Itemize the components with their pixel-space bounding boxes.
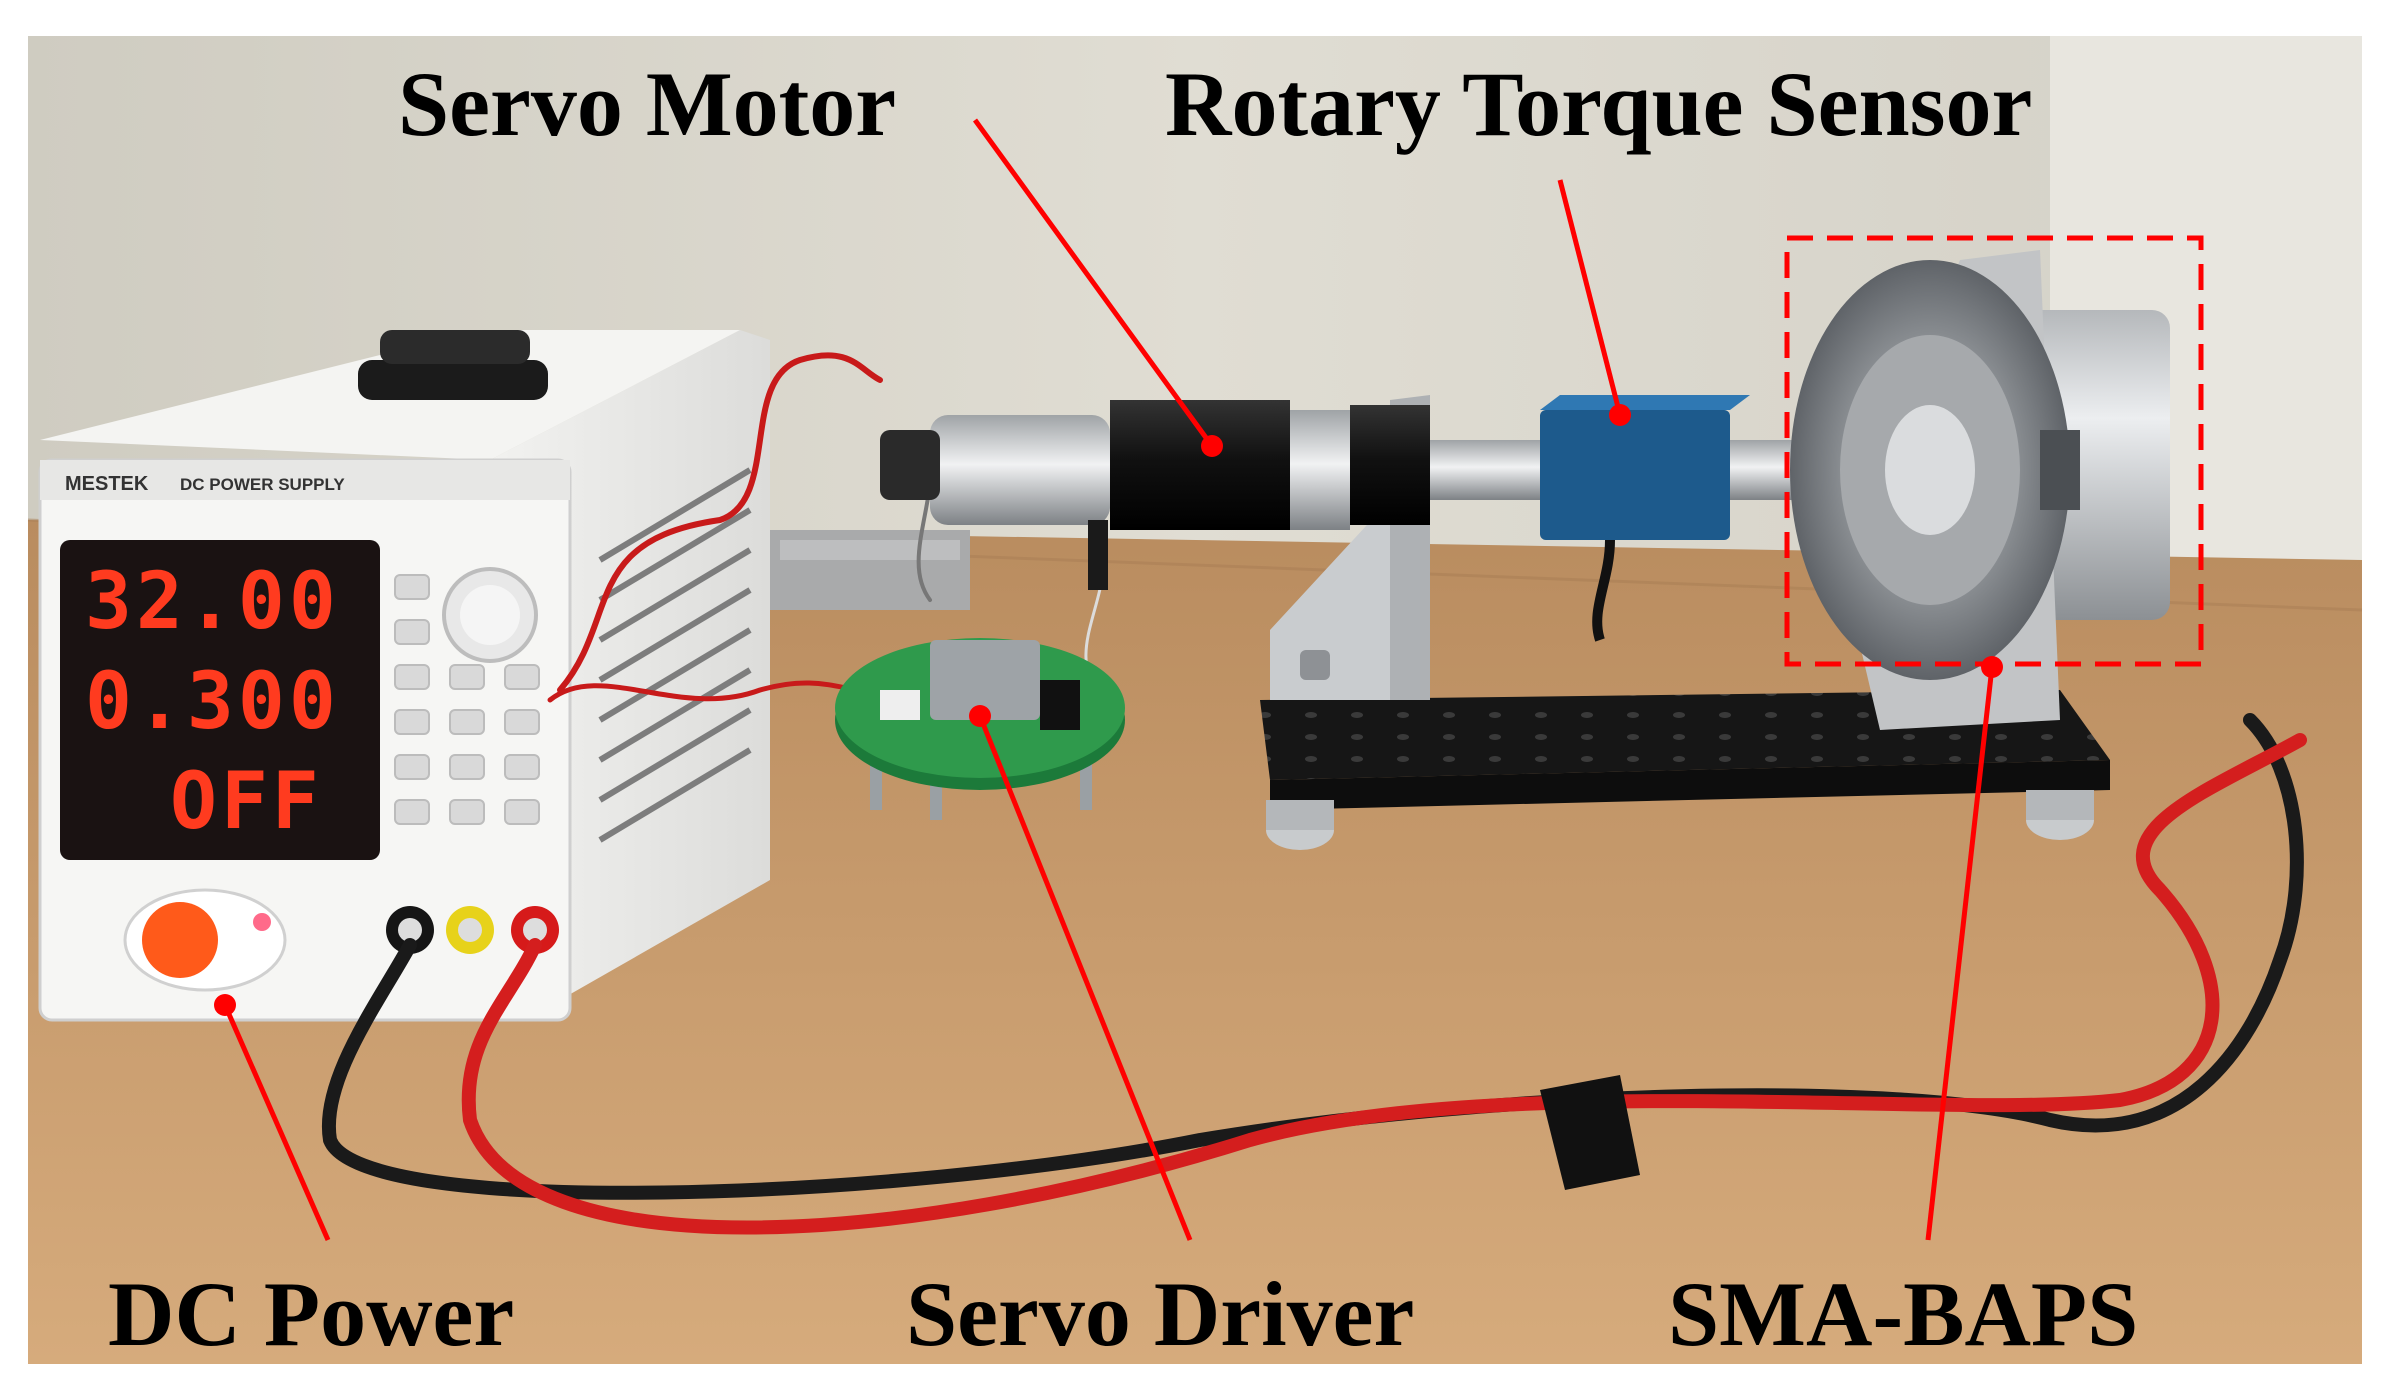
servo-motor (880, 400, 1430, 590)
voltage-display: 32.00 (85, 557, 340, 647)
torque-sensor-dot (1609, 404, 1631, 426)
dc-power-dot (214, 994, 236, 1016)
dc-power-leader (222, 1003, 331, 1242)
servo-motor-leader (972, 118, 1215, 448)
sma-baps-device (1790, 250, 2170, 730)
brand-text: MESTEK (65, 473, 149, 495)
dc-power-supply: MESTEK DC POWER SUPPLY 32.00 0.300 OFF (38, 330, 770, 1022)
servo-driver-leader (977, 715, 1193, 1241)
sma-baps-leader (1925, 666, 1995, 1241)
rotary-torque-sensor-label: Rotary Torque Sensor (1165, 53, 2033, 155)
keypad[interactable] (394, 574, 540, 825)
servo-motor-dot (1201, 435, 1223, 457)
model-text: DC POWER SUPPLY (180, 475, 345, 494)
sma-baps-dot (1981, 656, 2003, 678)
servo-motor-label: Servo Motor (398, 53, 897, 155)
torque-sensor-leader (1557, 179, 1623, 416)
sma-baps-label: SMA-BAPS (1668, 1263, 2139, 1365)
current-display: 0.300 (85, 657, 340, 747)
servo-driver-label: Servo Driver (906, 1263, 1415, 1365)
power-button[interactable] (142, 902, 218, 978)
servo-driver-dot (969, 705, 991, 727)
dc-power-label: DC Power (108, 1263, 515, 1365)
output-display: OFF (170, 757, 323, 847)
